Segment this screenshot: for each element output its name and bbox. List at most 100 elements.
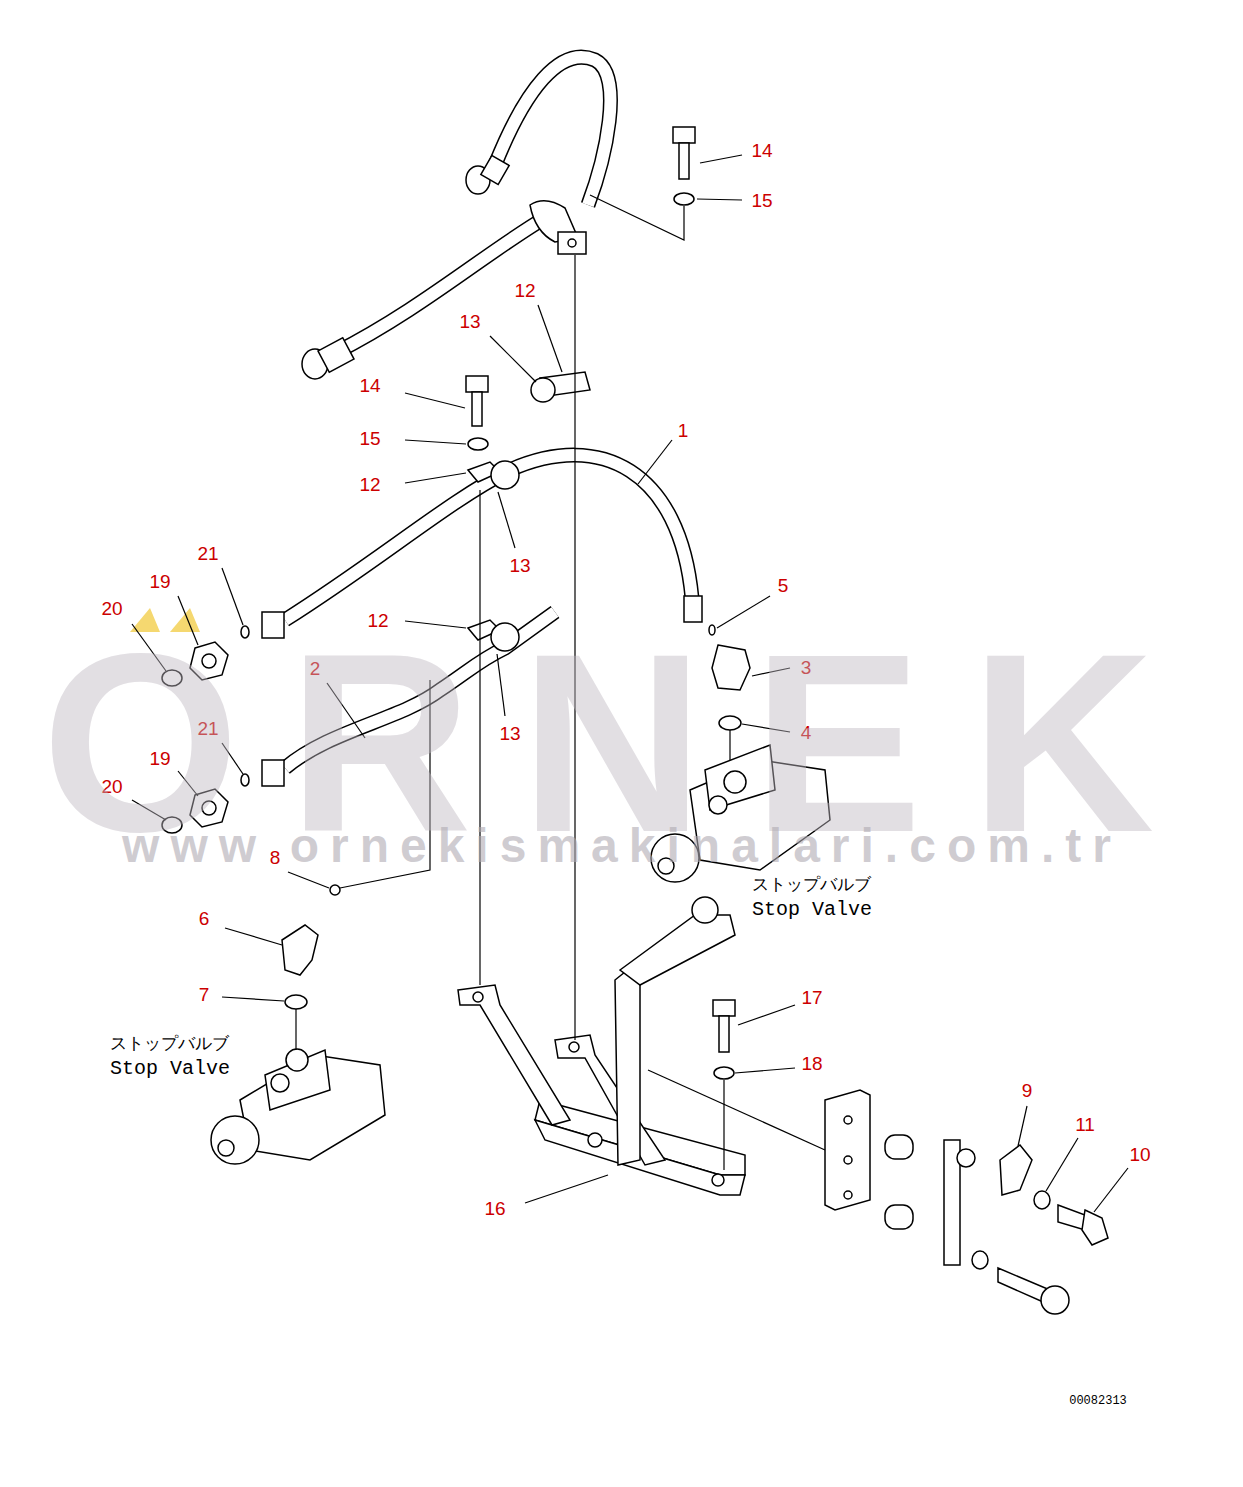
upper-hose bbox=[318, 338, 354, 372]
stop-valve bbox=[286, 1049, 308, 1071]
leader-line bbox=[723, 1080, 724, 1170]
valve-label: ストップバルブ bbox=[110, 1035, 229, 1052]
clamp-assembly bbox=[844, 1191, 852, 1199]
leader-line bbox=[525, 1175, 608, 1203]
leader-line bbox=[697, 199, 742, 200]
bolt bbox=[468, 438, 488, 450]
callout-number: 11 bbox=[1073, 1114, 1097, 1135]
callout-number: 16 bbox=[482, 1198, 507, 1219]
bolt bbox=[466, 127, 735, 1079]
stop-valve bbox=[218, 1140, 234, 1156]
valve-label: ストップバルブ bbox=[752, 876, 871, 893]
callout-number: 15 bbox=[357, 428, 382, 449]
stop-valve bbox=[271, 1074, 289, 1092]
hose-clamp bbox=[468, 372, 590, 651]
leader-line bbox=[295, 1009, 296, 1050]
clamp-assembly bbox=[1082, 1210, 1108, 1245]
leader-line bbox=[405, 473, 466, 483]
stop-valve bbox=[265, 1050, 330, 1110]
callout-number: 21 bbox=[195, 543, 220, 564]
fitting bbox=[330, 885, 340, 895]
leader-line bbox=[225, 928, 282, 945]
callout-number: 14 bbox=[357, 375, 382, 396]
upper-hose bbox=[302, 57, 610, 379]
bolt bbox=[713, 1000, 735, 1016]
clamp-assembly bbox=[1041, 1286, 1069, 1314]
callout-number: 13 bbox=[457, 311, 482, 332]
callout-number: 1 bbox=[676, 420, 691, 441]
upper-hose bbox=[335, 218, 545, 353]
bolt bbox=[472, 392, 482, 426]
bolt bbox=[679, 143, 689, 179]
valve-label: Stop Valve bbox=[752, 900, 872, 920]
hose-1 bbox=[285, 455, 692, 620]
callout-number: 19 bbox=[147, 571, 172, 592]
bolt bbox=[719, 1016, 729, 1052]
drawing-number: 00082313 bbox=[1069, 1395, 1127, 1407]
hose-clamp bbox=[531, 378, 555, 402]
mounting-bracket bbox=[588, 1133, 602, 1147]
mounting-bracket bbox=[555, 1035, 665, 1165]
callout-number: 13 bbox=[507, 555, 532, 576]
clamp-assembly bbox=[1034, 1191, 1050, 1209]
leader-line bbox=[405, 393, 465, 408]
clamp-assembly bbox=[825, 1090, 1108, 1314]
clamp-assembly bbox=[844, 1156, 852, 1164]
clamp-assembly bbox=[972, 1251, 988, 1269]
leader-line bbox=[1018, 1106, 1027, 1146]
callout-number: 18 bbox=[799, 1053, 824, 1074]
callout-number: 15 bbox=[749, 190, 774, 211]
leader-line bbox=[1046, 1138, 1078, 1191]
leader-line bbox=[648, 1070, 825, 1150]
hose-clamp bbox=[491, 461, 519, 489]
leader-line bbox=[288, 872, 329, 888]
clamp-assembly bbox=[1058, 1205, 1085, 1230]
callout-number: 8 bbox=[268, 847, 283, 868]
mounting-bracket bbox=[458, 985, 570, 1125]
fitting bbox=[282, 925, 318, 975]
leader-line bbox=[638, 440, 672, 484]
leader-line bbox=[735, 1068, 795, 1073]
upper-hose bbox=[495, 57, 610, 205]
mounting-bracket bbox=[620, 915, 735, 985]
callout-number: 7 bbox=[197, 984, 212, 1005]
upper-hose bbox=[568, 239, 576, 247]
fitting bbox=[285, 995, 307, 1009]
clamp-assembly bbox=[885, 1205, 913, 1229]
upper-hose bbox=[558, 232, 586, 254]
clamp-assembly bbox=[825, 1090, 870, 1210]
callout-number: 6 bbox=[197, 908, 212, 929]
callout-number: 17 bbox=[799, 987, 824, 1008]
callout-number: 9 bbox=[1020, 1080, 1035, 1101]
clamp-assembly bbox=[957, 1149, 975, 1167]
leader-line bbox=[498, 492, 515, 548]
leader-line bbox=[405, 440, 466, 444]
mounting-bracket bbox=[712, 1174, 724, 1186]
mounting-bracket bbox=[615, 960, 640, 1165]
mounting-bracket bbox=[569, 1042, 579, 1052]
callout-number: 14 bbox=[749, 140, 774, 161]
bolt bbox=[714, 1067, 734, 1079]
callout-number: 12 bbox=[512, 280, 537, 301]
hose-1 bbox=[262, 455, 702, 638]
leader-line bbox=[700, 155, 742, 163]
callout-number: 5 bbox=[776, 575, 791, 596]
bolt bbox=[674, 193, 694, 205]
leader-line bbox=[1094, 1168, 1128, 1212]
upper-hose bbox=[335, 218, 545, 353]
upper-hose bbox=[481, 155, 509, 184]
clamp-assembly bbox=[885, 1135, 913, 1159]
mounting-bracket bbox=[692, 897, 718, 923]
bolt bbox=[466, 376, 488, 392]
mounting-bracket bbox=[473, 992, 483, 1002]
stop-valve bbox=[211, 1116, 259, 1164]
valve-label: Stop Valve bbox=[110, 1059, 230, 1079]
clamp-assembly bbox=[1000, 1145, 1032, 1195]
leader-line bbox=[490, 336, 536, 382]
leader-line bbox=[222, 997, 284, 1001]
hose-1 bbox=[285, 455, 692, 620]
leader-line bbox=[590, 195, 684, 240]
leader-line bbox=[538, 305, 562, 372]
callout-number: 12 bbox=[357, 474, 382, 495]
